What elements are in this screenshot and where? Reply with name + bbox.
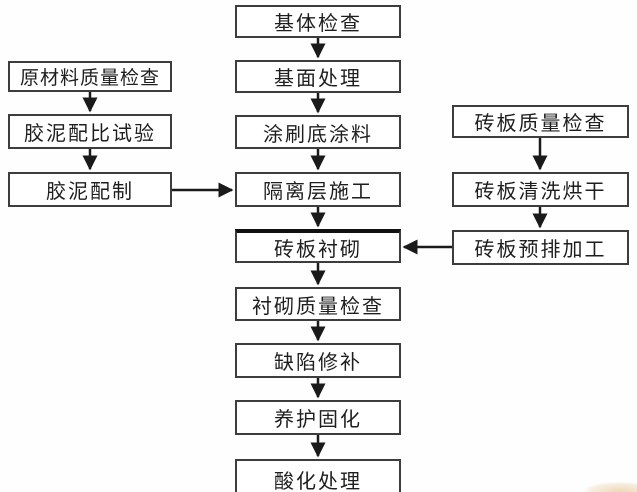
- node-brick-washing-drying: 砖板清洗烘干: [452, 172, 629, 207]
- node-mortar-ratio-test: 胶泥配比试验: [8, 114, 172, 149]
- node-acid-treatment: 酸化处理: [235, 459, 401, 492]
- node-lining-quality-check: 衬砌质量检查: [235, 287, 401, 321]
- node-mortar-preparation: 胶泥配制: [8, 172, 172, 207]
- node-isolation-layer: 隔离层施工: [235, 172, 401, 207]
- node-defect-repair: 缺陷修补: [235, 343, 401, 378]
- node-brick-prearrangement: 砖板预排加工: [452, 230, 629, 265]
- node-brick-quality-check: 砖板质量检查: [452, 105, 629, 138]
- watermark-fragment: [584, 482, 637, 492]
- node-primer-coating: 涂刷底涂料: [235, 115, 401, 149]
- node-surface-treatment: 基面处理: [235, 60, 401, 93]
- node-brick-lining: 砖板衬砌: [235, 229, 401, 263]
- node-raw-material-check: 原材料质量检查: [8, 61, 172, 92]
- node-curing: 养护固化: [235, 400, 401, 435]
- node-substrate-inspection: 基体检查: [235, 5, 401, 38]
